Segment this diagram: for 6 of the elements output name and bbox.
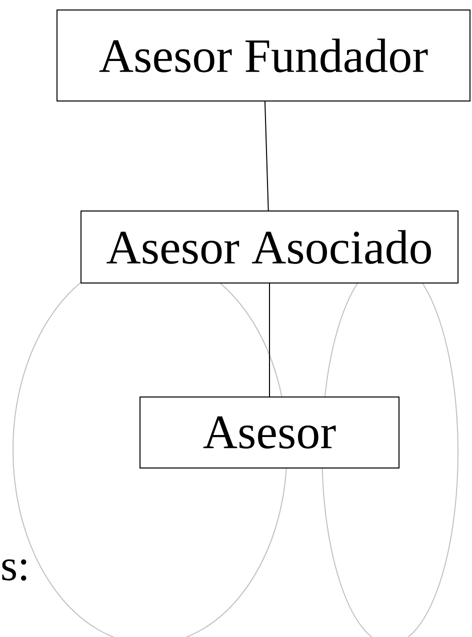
text-label: s:	[2, 559, 26, 581]
connector-line	[264, 101, 269, 211]
role-box: Asesor Fundador	[56, 10, 470, 102]
connector-line	[269, 283, 270, 397]
role-box: Asesor Asociado	[80, 210, 458, 284]
role-box: Asesor	[140, 396, 400, 468]
